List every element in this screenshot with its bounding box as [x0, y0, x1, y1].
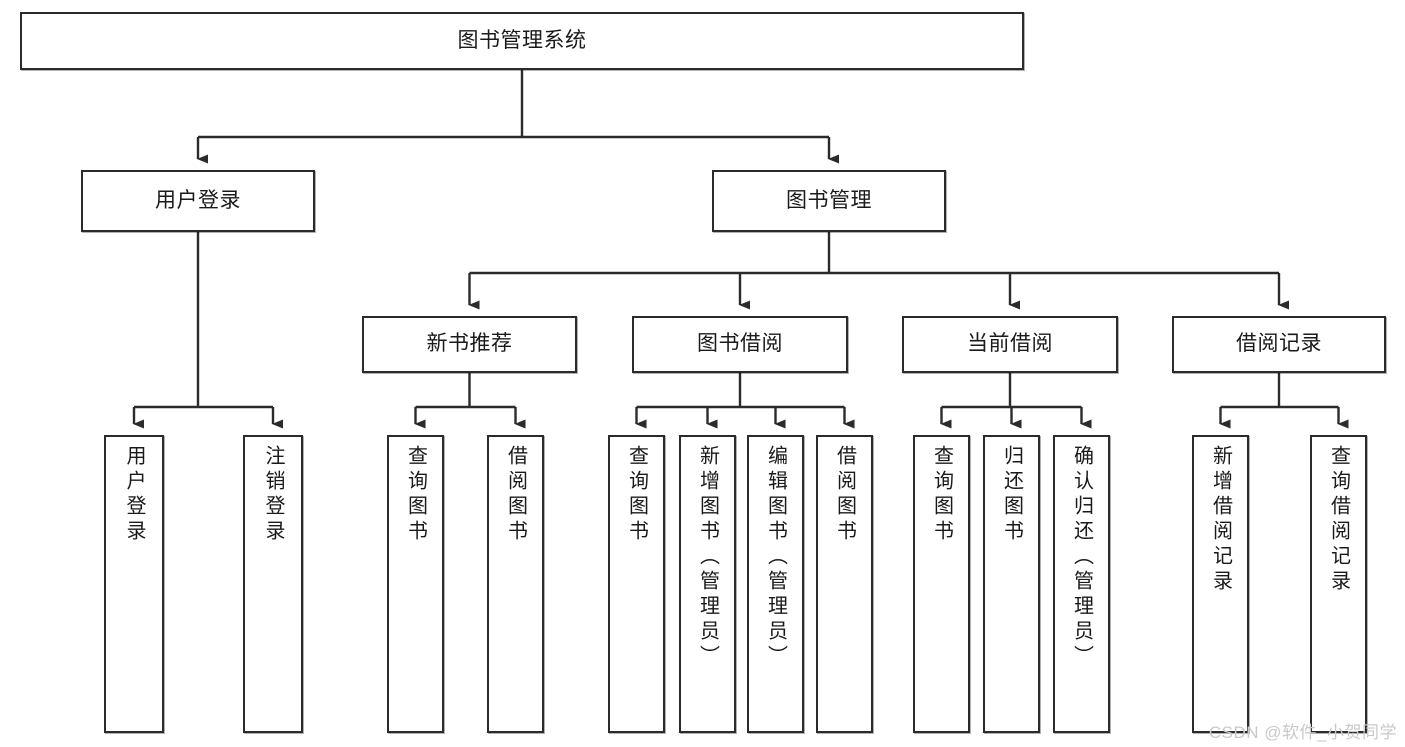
node-leaf-query-record[interactable]: 查询借阅记录 [1310, 435, 1367, 733]
node-label-leaf-add-record: 新增借阅记录 [1209, 445, 1232, 595]
node-book-manage[interactable]: 图书管理 [712, 170, 946, 232]
node-leaf-query-book-3[interactable]: 查询图书 [913, 435, 970, 733]
node-borrow-record[interactable]: 借阅记录 [1172, 316, 1386, 373]
node-label-leaf-borrow-book-2: 借阅图书 [833, 445, 856, 545]
node-label-leaf-add-book: 新增图书（管理员） [696, 445, 719, 670]
node-leaf-borrow-book-2[interactable]: 借阅图书 [816, 435, 873, 733]
node-root[interactable]: 图书管理系统 [20, 12, 1024, 70]
node-leaf-add-book[interactable]: 新增图书（管理员） [679, 435, 736, 733]
node-label-new-book-rec: 新书推荐 [426, 332, 513, 356]
node-label-leaf-query-record: 查询借阅记录 [1327, 445, 1350, 595]
node-leaf-user-login[interactable]: 用户登录 [104, 435, 164, 733]
node-label-root: 图书管理系统 [457, 28, 587, 52]
node-leaf-query-book-2[interactable]: 查询图书 [608, 435, 665, 733]
node-current-borrow[interactable]: 当前借阅 [902, 316, 1118, 373]
node-label-leaf-query-book-3: 查询图书 [930, 445, 953, 545]
node-label-leaf-query-book-2: 查询图书 [625, 445, 648, 545]
node-label-leaf-borrow-book-1: 借阅图书 [504, 445, 527, 545]
node-label-leaf-edit-book: 编辑图书（管理员） [764, 445, 787, 670]
node-new-book-rec[interactable]: 新书推荐 [362, 316, 577, 373]
node-label-leaf-query-book-1: 查询图书 [404, 445, 427, 545]
node-label-book-borrow: 图书借阅 [697, 332, 783, 356]
node-user-login[interactable]: 用户登录 [81, 170, 315, 232]
node-book-borrow[interactable]: 图书借阅 [632, 316, 848, 373]
node-leaf-user-logout[interactable]: 注销登录 [243, 435, 303, 733]
node-label-book-manage: 图书管理 [786, 188, 872, 212]
node-label-user-login: 用户登录 [155, 188, 241, 212]
node-label-leaf-return-book: 归还图书 [1000, 445, 1023, 545]
node-leaf-confirm-return[interactable]: 确认归还（管理员） [1053, 435, 1110, 733]
node-label-leaf-confirm-return: 确认归还（管理员） [1070, 445, 1093, 670]
node-leaf-edit-book[interactable]: 编辑图书（管理员） [747, 435, 804, 733]
node-label-borrow-record: 借阅记录 [1236, 332, 1322, 356]
watermark: CSDN @软件_小贺同学 [1208, 723, 1397, 742]
node-leaf-borrow-book-1[interactable]: 借阅图书 [487, 435, 544, 733]
node-leaf-return-book[interactable]: 归还图书 [983, 435, 1040, 733]
node-leaf-add-record[interactable]: 新增借阅记录 [1192, 435, 1249, 733]
node-label-leaf-user-logout: 注销登录 [262, 445, 284, 545]
node-label-current-borrow: 当前借阅 [967, 332, 1053, 356]
node-leaf-query-book-1[interactable]: 查询图书 [387, 435, 444, 733]
node-label-leaf-user-login: 用户登录 [123, 445, 145, 545]
